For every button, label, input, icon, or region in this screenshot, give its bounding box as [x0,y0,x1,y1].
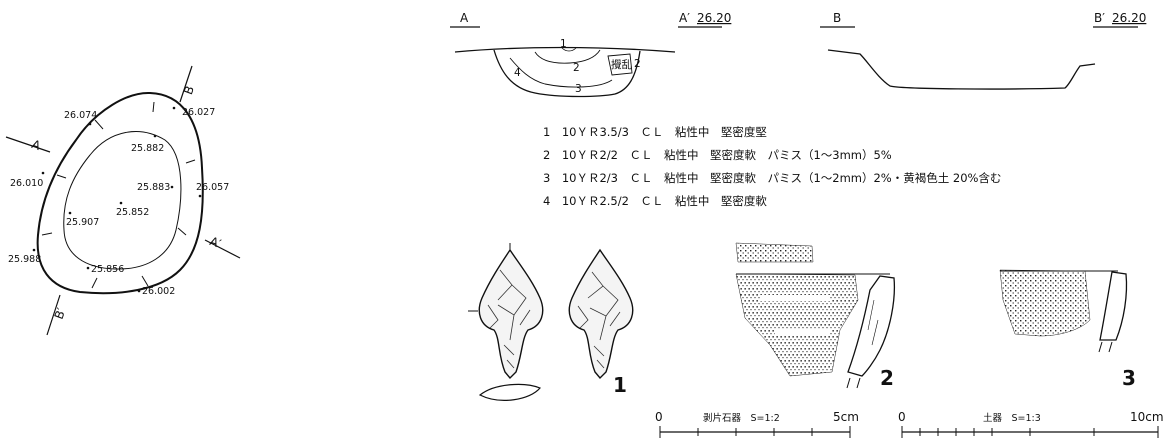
ground-surface [454,46,676,53]
elev-point: 25.907 [66,217,99,228]
section-b: B B′ 26.20 [820,11,1146,90]
legend-row: 2 10ＹＲ2/2 ＣＬ 粘性中 堅密度軟 パミス（1～3mm）5% [543,148,892,162]
sherd-3-profile [1099,271,1128,341]
section-b-elevation: 26.20 [1112,11,1146,25]
pit-outline [36,91,204,295]
elev-point: 26.074 [64,110,97,121]
soil-legend: 1 10ＹＲ3.5/3 ＣＬ 粘性中 堅密度堅 2 10ＹＲ2/2 ＣＬ 粘性中… [543,125,1001,208]
slope-mark [141,275,149,287]
artifact-3-potsherd: 3 [999,269,1136,390]
artifact-1-arrowhead: 1 [468,243,634,401]
section-line-a-prime [204,239,241,259]
layer-label-1: 1 [560,38,567,50]
section-line-b-prime [46,294,61,336]
sherd-2-rim-fragment [735,242,814,263]
arrowhead-face-a [478,248,544,380]
layer-label-2: 2 [573,62,580,74]
section-line-b [179,65,193,103]
section-b-end: B′ [1094,11,1105,25]
disturbed-label: 攪乱 [611,58,632,71]
scale-pottery-label: 土器 S=1:3 [983,412,1041,424]
sherd-2-body [735,273,859,377]
scale-lithic-end: 5cm [833,410,859,424]
section-a-end: A′ [679,11,690,25]
axis-label-b: B [181,84,197,97]
scale-bar-lithic: 0 剥片石器 S=1:2 5cm [655,410,859,438]
section-a-start: A [460,11,469,25]
axis-label-a: A [30,137,43,153]
elev-point: 25.883 [137,182,170,193]
section-b-profile [827,49,1096,90]
section-b-start: B [833,11,841,25]
slope-mark [56,174,67,179]
section-line-a [5,136,51,153]
disturbed-layer-number: 2 [634,58,641,70]
artifact-2-potsherd: 2 [735,242,896,390]
axis-label-a-prime: A′ [208,234,223,251]
elev-point: 25.856 [91,264,124,275]
section-a-elevation: 26.20 [697,11,731,25]
scale-lithic-label: 剥片石器 S=1:2 [703,412,780,424]
elev-point: 25.988 [8,254,41,265]
scale-bar-pottery: 0 土器 S=1:3 10cm [898,410,1164,438]
scale-pottery-zero: 0 [898,410,906,424]
slope-mark [185,159,196,164]
arrowhead-cross-section [478,383,541,401]
pit-plan: A A′ B B′ 26.074 26.027 25.882 26.010 25… [5,65,241,336]
legend-row: 3 10ＹＲ2/3 ＣＬ 粘性中 堅密度軟 パミス（1～2mm）2%・黄褐色土 … [543,171,1001,185]
sherd-2-profile [847,275,896,377]
legend-row: 1 10ＹＲ3.5/3 ＣＬ 粘性中 堅密度堅 [543,125,767,139]
slope-mark [177,227,187,236]
artifact-number-3: 3 [1122,366,1136,390]
artifact-number-1: 1 [613,373,627,397]
sherd-3-body [999,269,1091,337]
axis-label-b-prime: B′ [52,306,69,321]
layer-label-3: 3 [575,83,582,95]
scale-pottery-end: 10cm [1130,410,1164,424]
legend-row: 4 10ＹＲ2.5/2 ＣＬ 粘性中 堅密度軟 [543,194,767,208]
elev-point: 26.010 [10,178,43,189]
layer-label-4: 4 [514,67,521,79]
slope-mark [91,277,98,289]
elev-point: 25.852 [116,207,149,218]
slope-mark [41,232,53,236]
slope-mark [152,101,155,113]
elev-point: 26.002 [142,286,175,297]
arrowhead-face-b [568,248,634,380]
elev-point: 25.882 [131,143,164,154]
slope-mark [94,119,104,130]
artifact-number-2: 2 [880,366,894,390]
section-a: A A′ 26.20 1 2 3 4 攪乱 2 [450,11,731,98]
elev-point: 26.027 [182,107,215,118]
section-a-profile [493,49,641,98]
elev-point: 26.057 [196,182,229,193]
pit-bottom-outline [63,131,182,270]
scale-lithic-zero: 0 [655,410,663,424]
